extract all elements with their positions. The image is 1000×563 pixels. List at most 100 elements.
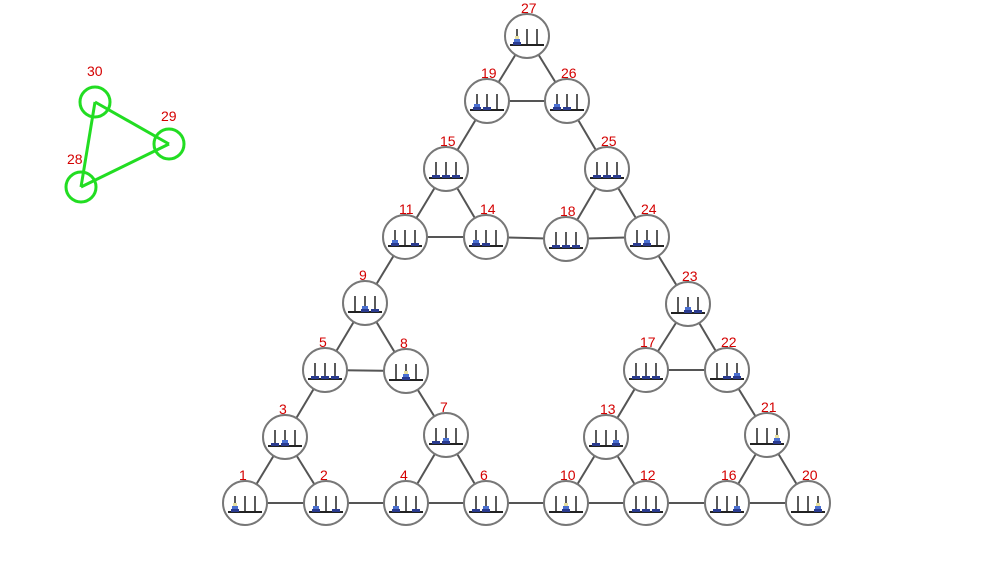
disk (603, 175, 611, 178)
disk (281, 443, 289, 446)
state-node-15: 15 (423, 133, 469, 192)
small-edge-30-29 (94, 100, 170, 146)
small-node-29 (152, 127, 186, 161)
node-label-4: 4 (400, 467, 408, 483)
disk (361, 309, 369, 312)
state-node-6: 6 (463, 467, 509, 526)
node-label-13: 13 (600, 401, 616, 417)
small-node-28 (64, 170, 98, 204)
node-label-26: 26 (561, 65, 577, 81)
disk (391, 243, 399, 246)
disk (442, 441, 450, 444)
state-node-3: 3 (262, 401, 308, 460)
disk (482, 509, 490, 512)
disk (392, 240, 398, 243)
node-label-10: 10 (560, 467, 576, 483)
disk (572, 245, 580, 248)
small-node-label-29: 29 (161, 108, 177, 124)
disk (684, 310, 692, 313)
disk (411, 243, 419, 246)
disk (733, 509, 741, 512)
disk (612, 443, 620, 446)
state-node-4: 4 (383, 467, 429, 526)
disk (371, 309, 379, 312)
state-node-14: 14 (463, 201, 509, 260)
disk (442, 175, 450, 178)
disk (483, 506, 489, 509)
disk (733, 376, 741, 379)
disk (552, 245, 560, 248)
node-label-23: 23 (682, 268, 698, 284)
disk (562, 509, 570, 512)
state-node-5: 5 (302, 334, 348, 393)
state-node-17: 17 (623, 334, 669, 393)
disk (472, 509, 480, 512)
disk (632, 509, 640, 512)
disk (311, 376, 319, 379)
state-node-7: 7 (423, 399, 469, 458)
disk (562, 245, 570, 248)
node-label-24: 24 (641, 201, 657, 217)
state-node-8: 8 (383, 335, 429, 394)
node-label-8: 8 (400, 335, 408, 351)
disk (513, 42, 521, 45)
disk (554, 104, 560, 107)
disk (734, 373, 740, 376)
node-label-17: 17 (640, 334, 656, 350)
disk (404, 371, 408, 374)
disk (412, 509, 420, 512)
disk (321, 376, 329, 379)
disk (633, 243, 641, 246)
disk (613, 440, 619, 443)
state-node-27: 27 (504, 0, 550, 59)
hanoi-edges (244, 35, 809, 504)
disk (774, 438, 780, 441)
node-label-14: 14 (480, 201, 496, 217)
disk (613, 175, 621, 178)
disk (312, 509, 320, 512)
disk (392, 509, 400, 512)
state-node-18: 18 (543, 203, 589, 262)
disk (775, 435, 779, 438)
state-node-22: 22 (704, 334, 750, 393)
disk (713, 509, 721, 512)
disk (233, 503, 237, 506)
disk (815, 506, 821, 509)
node-label-2: 2 (320, 467, 328, 483)
state-node-10: 10 (543, 467, 589, 526)
state-node-25: 25 (584, 133, 630, 192)
node-label-1: 1 (239, 467, 247, 483)
disk (685, 307, 691, 310)
disk (473, 240, 479, 243)
disk (282, 440, 288, 443)
disk (403, 374, 409, 377)
state-node-20: 20 (785, 467, 831, 526)
disk (482, 243, 490, 246)
node-label-25: 25 (601, 133, 617, 149)
disk (515, 36, 519, 39)
node-label-22: 22 (721, 334, 737, 350)
disk (393, 506, 399, 509)
small-node-label-30: 30 (87, 63, 103, 79)
state-node-13: 13 (583, 401, 629, 460)
disk (564, 503, 568, 506)
disk (563, 107, 571, 110)
disk (694, 310, 702, 313)
disk (271, 443, 279, 446)
state-node-11: 11 (382, 201, 428, 260)
node-label-21: 21 (761, 399, 777, 415)
state-node-1: 1 (222, 467, 268, 526)
disk (362, 306, 368, 309)
state-node-21: 21 (744, 399, 790, 458)
disk (734, 506, 740, 509)
node-label-5: 5 (319, 334, 327, 350)
disk (723, 376, 731, 379)
disk (593, 175, 601, 178)
node-label-16: 16 (721, 467, 737, 483)
small-node-30 (78, 85, 112, 119)
state-node-9: 9 (342, 267, 388, 326)
node-label-19: 19 (481, 65, 497, 81)
state-node-12: 12 (623, 467, 669, 526)
